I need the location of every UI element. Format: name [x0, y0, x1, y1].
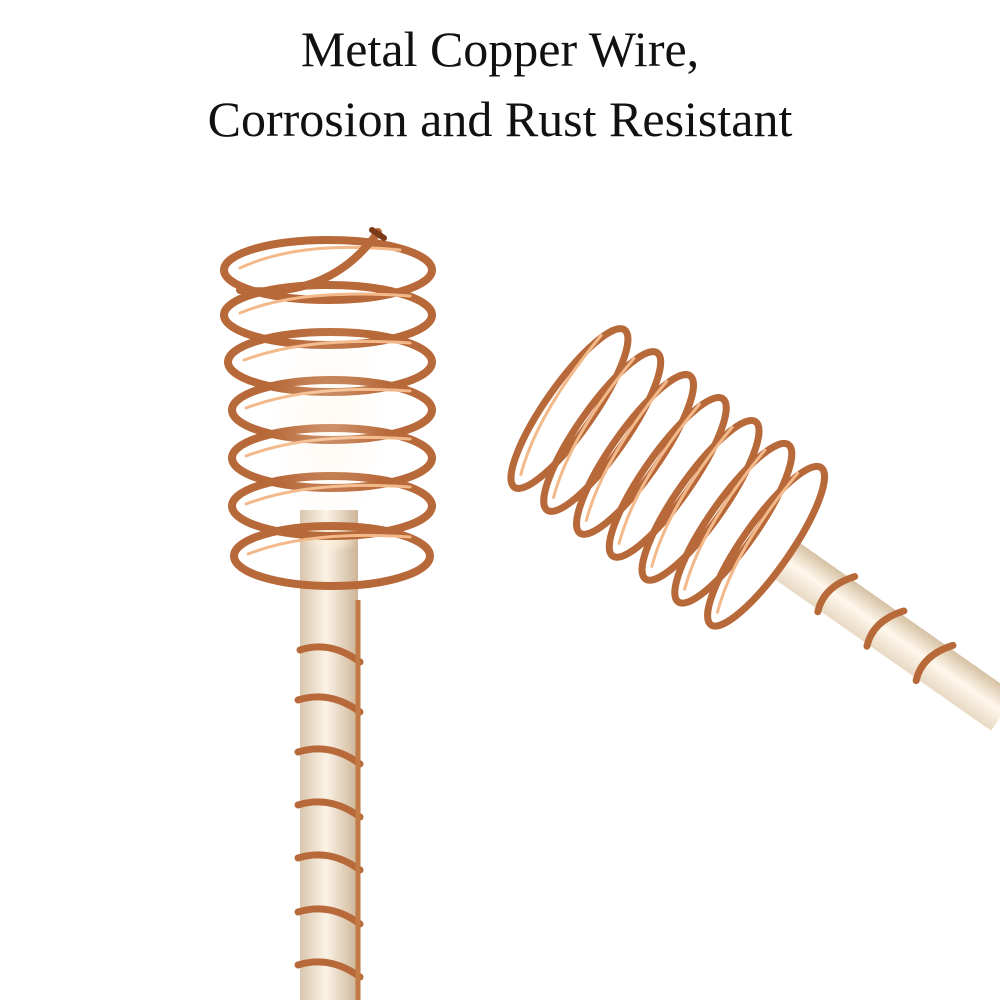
headline-line-2: Corrosion and Rust Resistant	[207, 91, 793, 147]
right-coil-stake	[507, 325, 1000, 731]
left-rod-wire	[294, 643, 364, 981]
right-rod-wire	[814, 573, 957, 685]
headline-line-1: Metal Copper Wire,	[300, 21, 700, 77]
right-rod	[769, 539, 1000, 731]
left-coil-stake	[220, 227, 436, 1000]
right-coil	[507, 325, 829, 630]
headline: Metal Copper Wire, Corrosion and Rust Re…	[0, 14, 1000, 154]
